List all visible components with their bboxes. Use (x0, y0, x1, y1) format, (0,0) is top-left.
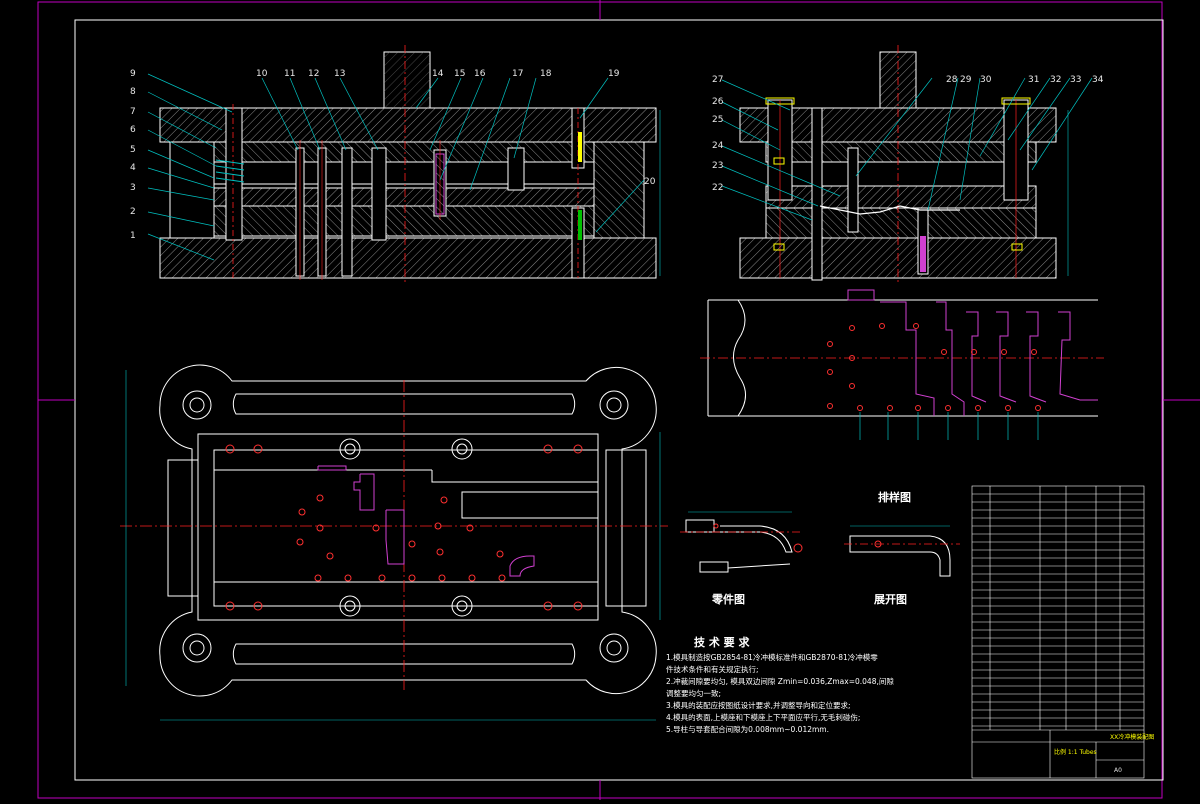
front-callout-8: 8 (130, 87, 136, 97)
side-callout-30: 30 (980, 75, 992, 85)
title-block (971, 485, 1145, 779)
sheet-border (37, 0, 1200, 800)
front-callout-17: 17 (512, 69, 523, 79)
side-callout-26: 26 (712, 97, 724, 107)
strip-layout-title: 排样图 (878, 490, 911, 504)
front-callout-12: 12 (308, 69, 319, 79)
front-callout-5: 5 (130, 145, 136, 155)
front-callout-6: 6 (130, 125, 136, 135)
front-callout-16: 16 (474, 69, 486, 79)
plan-holes (225, 444, 583, 611)
blank-drawing-title: 展开图 (873, 593, 907, 606)
front-callout-13: 13 (334, 69, 345, 79)
front-callout-10: 10 (256, 69, 268, 79)
front-callout-1: 1 (130, 231, 136, 241)
side-callout-25: 25 (712, 115, 723, 125)
side-callout-33: 33 (1070, 75, 1081, 85)
title-block-drawing-name: XX冷冲模装配图 (1110, 733, 1154, 741)
tech-req-item-5: 3.模具的装配应按图纸设计要求,并调整导向和定位要求; (666, 700, 851, 710)
part-drawing (680, 511, 803, 573)
front-callout-15: 15 (454, 69, 465, 79)
front-callout-4: 4 (130, 163, 136, 173)
front-callout-14: 14 (432, 69, 444, 79)
front-leader-lines (147, 73, 645, 261)
technical-requirements-title: 技 术 要 求 (694, 635, 750, 649)
side-callout-23: 23 (712, 161, 723, 171)
part-drawing-title: 零件图 (711, 592, 745, 606)
side-callout-32: 32 (1050, 75, 1061, 85)
tech-req-item-6: 4.模具的表面,上模座和下模座上下平面应平行,无毛刺碰伤; (666, 712, 860, 722)
front-callout-7: 7 (130, 107, 136, 117)
blank-drawing (844, 525, 960, 577)
front-callout-18: 18 (540, 69, 552, 79)
front-callout-19: 19 (608, 69, 620, 79)
side-callout-28: 28 (946, 75, 958, 85)
side-callout-22: 22 (712, 183, 723, 193)
side-callout-24: 24 (712, 141, 724, 151)
front-callout-11: 11 (284, 69, 295, 79)
tech-req-item-1: 1.模具制造按GB2854-81冷冲模标准件和GB2870-81冷冲模零 (666, 652, 878, 662)
plan-view (120, 364, 668, 721)
side-callout-31: 31 (1028, 75, 1039, 85)
side-callout-27: 27 (712, 75, 723, 85)
front-callout-3: 3 (130, 183, 136, 193)
front-callout-2: 2 (130, 207, 136, 217)
front-callout-20: 20 (644, 177, 656, 187)
tech-req-item-3: 2.冲裁间隙要均匀, 模具双边间隙 Zmin=0.036,Zmax=0.048,… (666, 676, 894, 686)
tech-req-item-4: 调整要均匀一致; (666, 688, 721, 698)
side-section-view (739, 45, 1069, 285)
title-block-scale: 比例 1:1 Tubes (1054, 748, 1097, 756)
side-callout-34: 34 (1092, 75, 1104, 85)
title-block-sheet: A0 (1114, 767, 1122, 774)
side-callout-29: 29 (960, 75, 972, 85)
side-leader-lines (721, 77, 1093, 221)
front-section-view (159, 45, 661, 285)
strip-layout (700, 289, 1104, 440)
tech-req-item-7: 5.导柱与导套配合间隙为0.008mm~0.012mm. (666, 724, 829, 734)
tech-req-item-2: 件技术条件和有关规定执行; (666, 664, 759, 674)
front-callout-9: 9 (130, 69, 136, 79)
